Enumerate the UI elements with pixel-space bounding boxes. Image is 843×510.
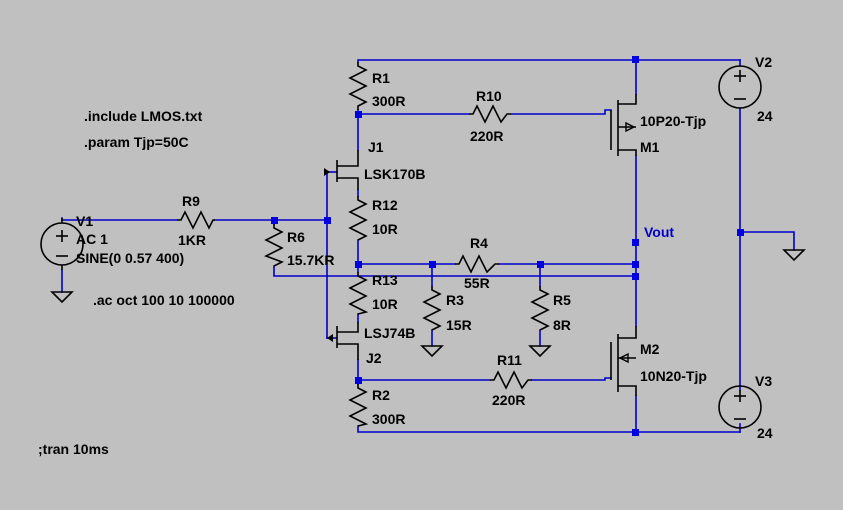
r11-value: 220R bbox=[492, 392, 525, 408]
mosfet-m1[interactable] bbox=[610, 94, 637, 156]
r9-name: R9 bbox=[182, 193, 200, 209]
m1-name: M1 bbox=[640, 139, 660, 155]
ground-r3 bbox=[420, 345, 444, 358]
directive-include[interactable]: .include LMOS.txt bbox=[84, 108, 203, 124]
j2-value: LSJ74B bbox=[364, 325, 415, 341]
resistor-r11[interactable] bbox=[490, 370, 532, 390]
resistor-r2[interactable] bbox=[348, 384, 369, 427]
r13-name: R13 bbox=[372, 272, 398, 288]
directive-tran-comment[interactable]: ;tran 10ms bbox=[38, 441, 109, 457]
ground-r5 bbox=[528, 345, 552, 358]
r12-name: R12 bbox=[372, 197, 398, 213]
resistor-r1[interactable] bbox=[348, 62, 368, 110]
r1-value: 300R bbox=[372, 93, 405, 109]
m2-name: M2 bbox=[640, 341, 660, 357]
directive-param[interactable]: .param Tjp=50C bbox=[84, 134, 189, 150]
r5-value: 8R bbox=[553, 317, 571, 333]
r1-name: R1 bbox=[372, 70, 390, 86]
mosfet-m2[interactable] bbox=[610, 326, 637, 396]
ground-v1 bbox=[50, 291, 74, 304]
v2-name: V2 bbox=[755, 54, 772, 70]
junctions bbox=[271, 56, 744, 436]
resistor-r5[interactable] bbox=[530, 286, 550, 331]
r10-name: R10 bbox=[476, 88, 502, 104]
resistor-r4[interactable] bbox=[455, 254, 499, 274]
r10-value: 220R bbox=[470, 128, 503, 144]
j2-name: J2 bbox=[366, 350, 382, 366]
v3-value: 24 bbox=[757, 425, 773, 441]
resistor-r3[interactable] bbox=[422, 286, 442, 331]
r3-name: R3 bbox=[446, 292, 464, 308]
jfet-j2[interactable] bbox=[327, 322, 359, 360]
j1-name: J1 bbox=[368, 139, 384, 155]
v1-line1: AC 1 bbox=[76, 231, 108, 247]
r6-value: 15.7KR bbox=[287, 252, 334, 268]
jfet-j1[interactable] bbox=[324, 150, 359, 190]
v3-name: V3 bbox=[755, 373, 772, 389]
r4-name: R4 bbox=[470, 235, 488, 251]
m1-value: 10P20-Tjp bbox=[640, 113, 706, 129]
r3-value: 15R bbox=[446, 317, 472, 333]
v2-value: 24 bbox=[757, 108, 773, 124]
source-v1[interactable] bbox=[40, 218, 84, 270]
net-label-vout[interactable]: Vout bbox=[644, 224, 674, 240]
j1-value: LSK170B bbox=[364, 166, 425, 182]
r13-value: 10R bbox=[372, 296, 398, 312]
resistor-r12[interactable] bbox=[348, 196, 368, 241]
v1-name: V1 bbox=[76, 213, 93, 229]
ground-supply bbox=[782, 249, 806, 262]
resistor-r13[interactable] bbox=[348, 272, 369, 315]
r9-value: 1KR bbox=[178, 232, 206, 248]
r2-name: R2 bbox=[372, 387, 390, 403]
r11-name: R11 bbox=[497, 352, 522, 368]
source-v3[interactable] bbox=[718, 385, 762, 429]
wires bbox=[61, 59, 795, 433]
r12-value: 10R bbox=[372, 221, 398, 237]
resistor-r6[interactable] bbox=[264, 224, 284, 267]
r6-name: R6 bbox=[287, 229, 305, 245]
resistor-r9[interactable] bbox=[177, 210, 215, 230]
r5-name: R5 bbox=[553, 292, 571, 308]
source-v2[interactable] bbox=[718, 65, 762, 109]
directive-ac[interactable]: .ac oct 100 10 100000 bbox=[93, 292, 235, 308]
r2-value: 300R bbox=[372, 411, 405, 427]
resistor-r10[interactable] bbox=[469, 104, 511, 124]
m2-value: 10N20-Tjp bbox=[640, 368, 707, 384]
v1-line2: SINE(0 0.57 400) bbox=[76, 250, 184, 266]
r4-value: 55R bbox=[464, 275, 490, 291]
